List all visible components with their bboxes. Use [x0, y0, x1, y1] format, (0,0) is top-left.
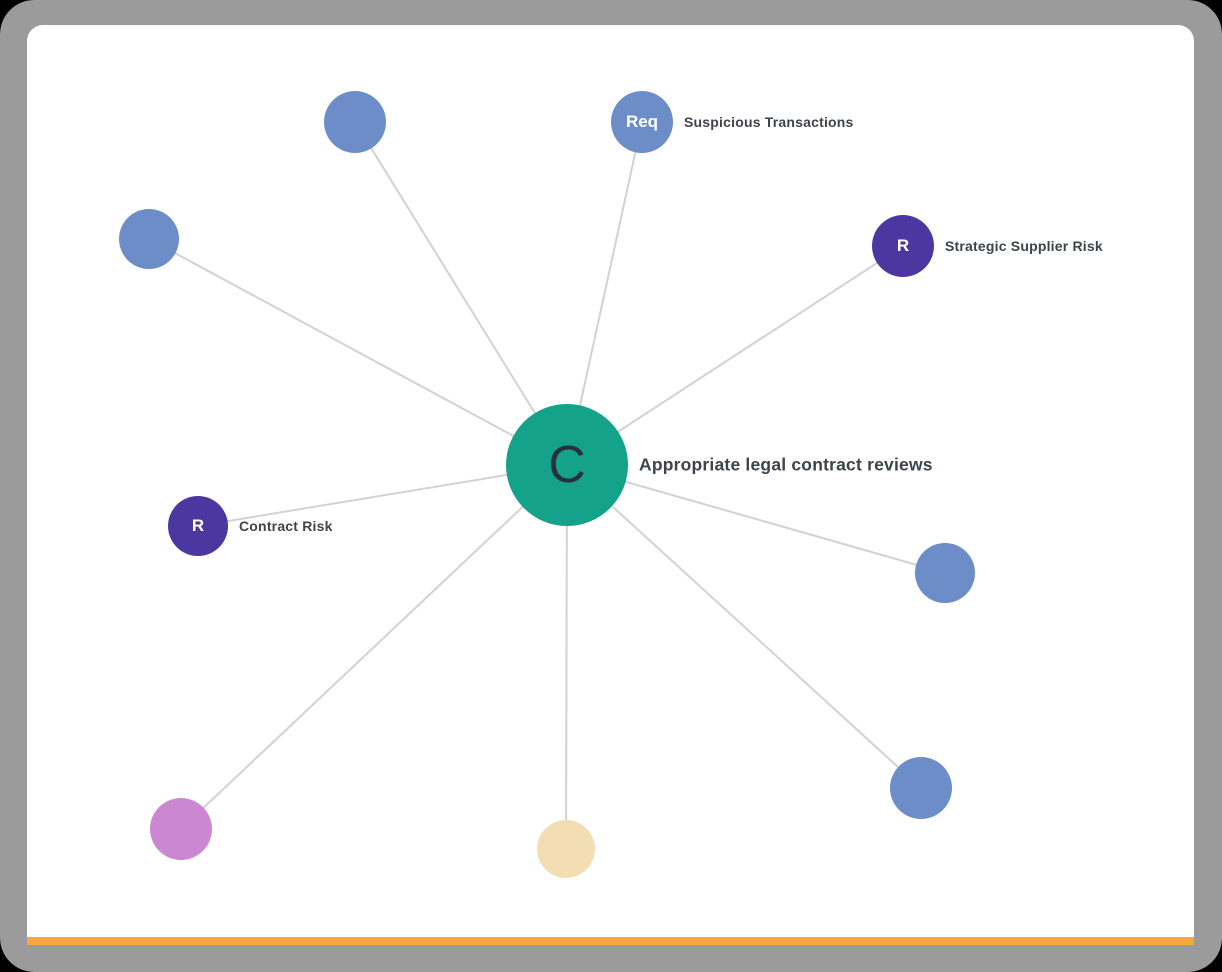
graph-node-blue-top-left[interactable]: [324, 91, 386, 153]
graph-node-blue-right[interactable]: [915, 543, 975, 603]
graph-node-r-strategic[interactable]: R: [872, 215, 934, 277]
graph-node-tan-bottom[interactable]: [537, 820, 595, 878]
graph-node-blue-left[interactable]: [119, 209, 179, 269]
graph-node-pink-bottom-left[interactable]: [150, 798, 212, 860]
graph-node-req[interactable]: Req: [611, 91, 673, 153]
node-letter-r-strategic: R: [896, 236, 910, 255]
accent-bar: [27, 937, 1194, 945]
node-label-c-center: Appropriate legal contract reviews: [639, 454, 933, 475]
node-letter-c-center: C: [548, 436, 586, 494]
node-letter-req: Req: [625, 112, 659, 131]
node-label-req: Suspicious Transactions: [684, 114, 854, 130]
graph-node-r-contract[interactable]: R: [168, 496, 228, 556]
graph-node-c-center[interactable]: C: [506, 404, 628, 526]
node-label-r-contract: Contract Risk: [239, 518, 333, 534]
node-label-r-strategic: Strategic Supplier Risk: [945, 238, 1103, 254]
graph-node-blue-bottom-right[interactable]: [890, 757, 952, 819]
node-letter-r-contract: R: [191, 516, 205, 535]
